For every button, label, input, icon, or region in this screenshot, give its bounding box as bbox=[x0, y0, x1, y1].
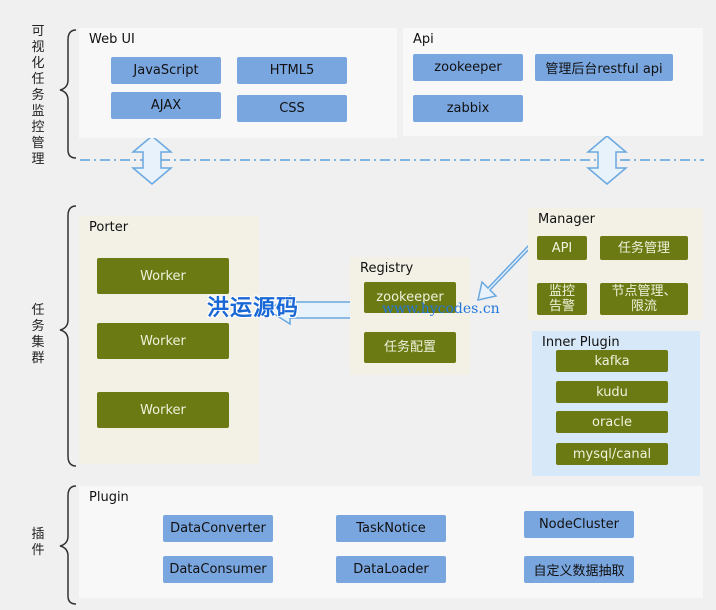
section-label-plugin: 插件 bbox=[31, 527, 45, 558]
plugin-item-dataloader[interactable]: DataLoader bbox=[336, 556, 446, 583]
inner-plugin-oracle[interactable]: oracle bbox=[556, 411, 668, 433]
registry-title: Registry bbox=[360, 261, 414, 276]
webui-item-ajax[interactable]: AJAX bbox=[111, 92, 221, 119]
manager-item-node-management[interactable]: 节点管理、 限流 bbox=[600, 283, 688, 315]
manager-title: Manager bbox=[538, 212, 595, 227]
inner-plugin-kafka[interactable]: kafka bbox=[556, 350, 668, 372]
double-arrow-left bbox=[130, 135, 174, 185]
plugin-item-nodecluster[interactable]: NodeCluster bbox=[524, 511, 634, 538]
porter-worker-1[interactable]: Worker bbox=[97, 258, 229, 294]
plugin-item-dataconverter[interactable]: DataConverter bbox=[163, 515, 273, 542]
registry-item-task-config[interactable]: 任务配置 bbox=[364, 332, 456, 363]
watermark-cn: 洪运源码 bbox=[207, 296, 300, 321]
inner-plugin-title: Inner Plugin bbox=[542, 335, 620, 350]
watermark-en: www.hycodes.cn bbox=[382, 301, 500, 317]
porter-title: Porter bbox=[89, 220, 129, 235]
api-item-zookeeper[interactable]: zookeeper bbox=[413, 54, 523, 81]
api-item-zabbix[interactable]: zabbix bbox=[413, 95, 523, 122]
manager-item-monitor-alert[interactable]: 监控 告警 bbox=[537, 283, 587, 315]
inner-plugin-kudu[interactable]: kudu bbox=[556, 381, 668, 403]
brace-cluster-section bbox=[59, 205, 77, 467]
webui-item-javascript[interactable]: JavaScript bbox=[111, 57, 221, 84]
manager-item-task-management[interactable]: 任务管理 bbox=[600, 236, 688, 260]
api-item-restful[interactable]: 管理后台restful api bbox=[535, 54, 673, 81]
plugin-title: Plugin bbox=[89, 490, 129, 505]
brace-web-section bbox=[59, 29, 77, 159]
manager-item-api[interactable]: API bbox=[537, 236, 587, 260]
webui-title: Web UI bbox=[89, 32, 135, 47]
registry-item-zookeeper[interactable]: zookeeper bbox=[364, 282, 456, 313]
brace-plugin-section bbox=[59, 485, 77, 605]
porter-worker-2[interactable]: Worker bbox=[97, 323, 229, 359]
webui-item-html5[interactable]: HTML5 bbox=[237, 57, 347, 84]
plugin-item-dataconsumer[interactable]: DataConsumer bbox=[163, 556, 273, 583]
section-label-web-task-monitor: 可视化任务监控管理 bbox=[31, 24, 45, 167]
plugin-item-custom-extract[interactable]: 自定义数据抽取 bbox=[524, 556, 634, 583]
section-label-task-cluster: 任务集群 bbox=[31, 303, 45, 366]
api-title: Api bbox=[413, 32, 434, 47]
plugin-item-tasknotice[interactable]: TaskNotice bbox=[336, 515, 446, 542]
porter-worker-3[interactable]: Worker bbox=[97, 392, 229, 428]
double-arrow-right bbox=[585, 135, 629, 185]
inner-plugin-mysql-canal[interactable]: mysql/canal bbox=[556, 443, 668, 465]
webui-item-css[interactable]: CSS bbox=[237, 95, 347, 122]
arrow-manager-to-registry bbox=[477, 242, 534, 301]
api-panel: Api bbox=[403, 28, 703, 136]
